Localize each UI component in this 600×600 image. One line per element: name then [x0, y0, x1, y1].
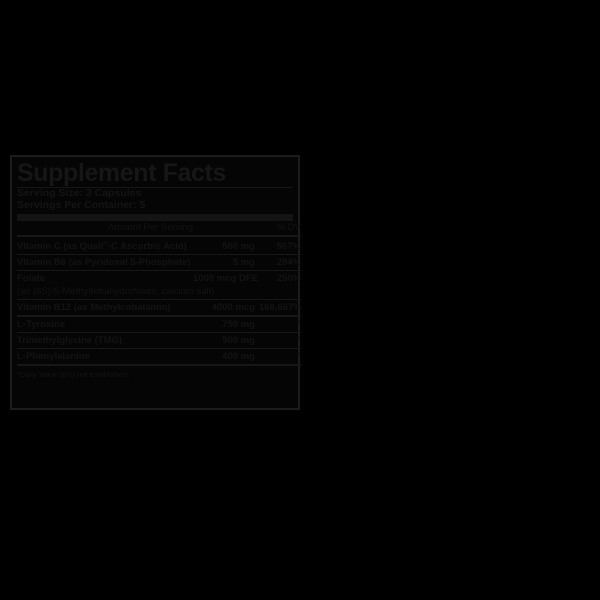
nutrient-source-note: (as (6S)-5-Methyltetrahydrofolate, calci…: [17, 286, 215, 298]
title-divider: [17, 187, 293, 188]
nutrient-amount: 750 mg: [222, 319, 255, 331]
nutrient-name: Folate: [17, 273, 45, 285]
table-row: Vitamin B6 (as Pyridoxal 5-Phosphate) 5 …: [17, 256, 301, 269]
nutrient-name-tail: -C Ascorbic Acid): [107, 241, 187, 253]
nutrient-daily-value: *: [297, 351, 301, 363]
amount-per-serving-header: Amount Per Serving: [107, 222, 193, 233]
nutrient-name-text: Vitamin C (as Quali: [17, 241, 104, 253]
row-rule: [17, 298, 301, 301]
table-row: L-Tyrosine 750 mg *: [17, 318, 301, 331]
daily-value-header: % DV: [276, 222, 301, 233]
row-rule: [17, 269, 301, 272]
serving-size-text: Serving Size: 3 Capsules: [17, 187, 142, 199]
nutrient-daily-value: 567%: [276, 241, 301, 253]
table-row: L-Phenylalanine 400 mg *: [17, 350, 301, 363]
header-spacer: [193, 221, 259, 234]
row-rule: [17, 331, 301, 334]
header-rule: [17, 234, 301, 238]
nutrient-daily-value: 166,667%: [259, 302, 302, 314]
nutrient-amount: 400 mg: [222, 351, 255, 363]
row-rule: [17, 253, 301, 256]
servings-per-container-text: Servings Per Container: 5: [17, 198, 146, 211]
nutrient-amount: 500 mg: [222, 335, 255, 347]
nutrient-amount: 4000 mcg: [211, 302, 255, 314]
nutrient-name: Vitamin B12 (as Methylcobalamin): [17, 302, 171, 314]
nutrient-amount: 500 mg: [222, 241, 255, 253]
row-rule: [17, 347, 301, 350]
nutrient-daily-value: 250%: [276, 273, 301, 285]
nutrient-name: L-Phenylalanine: [17, 351, 90, 363]
nutrient-daily-value: *: [297, 335, 301, 347]
panel-title: Supplement Facts: [17, 159, 226, 187]
thick-divider: [17, 214, 293, 221]
table-header-row: Amount Per Serving % DV: [17, 221, 301, 234]
nutrient-name: L-Tyrosine: [17, 319, 65, 331]
nutrition-table: Amount Per Serving % DV Vitamin C (as Qu…: [17, 221, 302, 367]
nutrient-amount: 5 mg: [232, 257, 255, 269]
row-rule: [17, 314, 301, 318]
supplement-facts-panel: Supplement Facts Serving Size: 3 Capsule…: [10, 155, 302, 410]
table-row: Trimethylglycine (TMG) 500 mg *: [17, 334, 301, 347]
nutrient-name: Vitamin C (as Quali®-C Ascorbic Acid): [17, 238, 193, 253]
nutrient-daily-value: *: [297, 319, 301, 331]
registered-trademark-icon: ®: [103, 241, 108, 247]
table-row: Folate 1000 mcg DFE 250%: [17, 272, 301, 285]
nutrient-daily-value: 294%: [276, 257, 301, 269]
nutrient-amount: 1000 mcg DFE: [193, 273, 258, 285]
nutrient-name: Vitamin B6 (as Pyridoxal 5-Phosphate): [17, 257, 191, 269]
nutrient-name: Trimethylglycine (TMG): [17, 335, 123, 347]
panel-inner: Supplement Facts Serving Size: 3 Capsule…: [12, 157, 302, 408]
daily-value-footnote: *Daily Value (DV) not established.: [17, 370, 130, 380]
row-rule: [17, 363, 301, 367]
table-subrow: (as (6S)-5-Methyltetrahydrofolate, calci…: [17, 285, 301, 298]
table-row: Vitamin C (as Quali®-C Ascorbic Acid) 50…: [17, 238, 301, 253]
table-row: Vitamin B12 (as Methylcobalamin) 4000 mc…: [17, 301, 302, 314]
